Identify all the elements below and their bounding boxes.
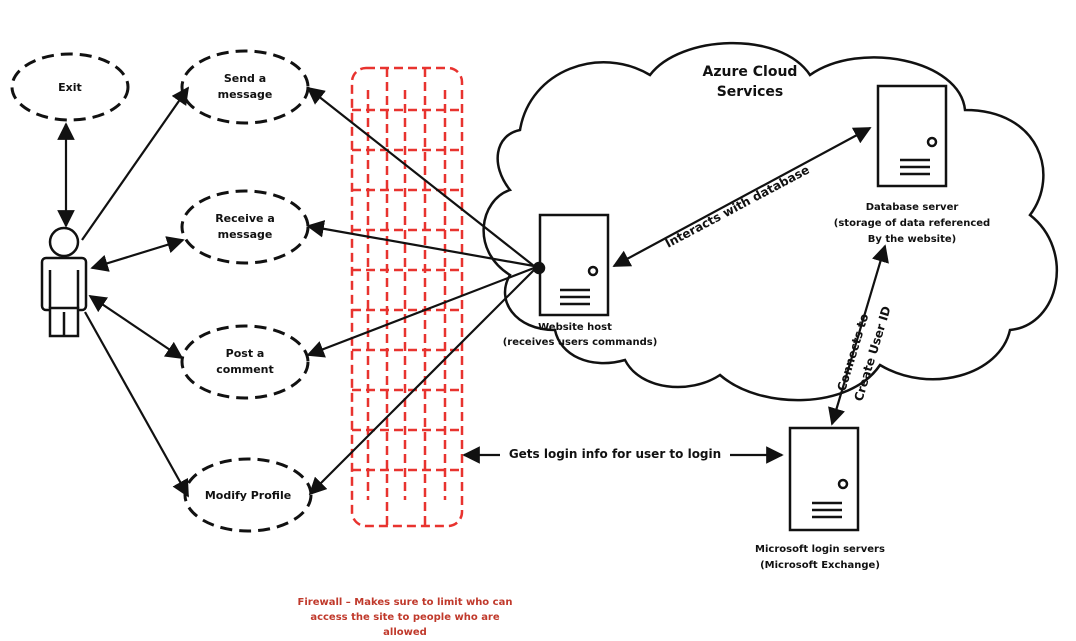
user-actor-icon bbox=[40, 226, 88, 338]
cloud-title-line2: Services bbox=[717, 84, 784, 100]
firewall-caption-line3: allowed bbox=[383, 627, 427, 638]
usecase-send bbox=[180, 49, 310, 125]
usecase-exit bbox=[10, 52, 130, 122]
firewall-caption-line2: access the site to people who are bbox=[310, 612, 500, 623]
usecase-receive bbox=[180, 189, 310, 265]
usecase-receive-label-line1: Receive a bbox=[215, 212, 275, 225]
database-server-label-line2: (storage of data referenced bbox=[834, 218, 990, 229]
usecase-post-label-line1: Post a bbox=[226, 347, 265, 360]
database-server-icon bbox=[876, 84, 948, 188]
usecase-send-label-line2: message bbox=[218, 88, 273, 101]
usecase-post-label-line2: comment bbox=[216, 363, 274, 376]
azure-cloud-shape bbox=[482, 41, 1059, 402]
firewall-caption-line1: Firewall – Makes sure to limit who can bbox=[298, 597, 513, 608]
usecase-post bbox=[180, 324, 310, 400]
login-servers-label-line2: (Microsoft Exchange) bbox=[760, 560, 880, 571]
cloud-title-line1: Azure Cloud bbox=[703, 64, 798, 80]
edge-login-label-bg bbox=[500, 444, 730, 462]
login-servers-label-line1: Microsoft login servers bbox=[755, 544, 885, 555]
usecase-exit-label: Exit bbox=[58, 81, 82, 94]
edge-login-info-label: Gets login info for user to login bbox=[509, 447, 721, 461]
usecase-receive-label-line2: message bbox=[218, 228, 273, 241]
firewall-wall bbox=[350, 66, 464, 528]
arrows bbox=[57, 86, 889, 498]
database-server-label-line3: By the website) bbox=[868, 234, 956, 245]
usecase-modify-label: Modify Profile bbox=[205, 489, 291, 502]
login-server-icon bbox=[788, 426, 860, 532]
website-host-label-line1: Website host bbox=[538, 322, 612, 333]
database-server-label-line1: Database server bbox=[866, 202, 959, 213]
website-host-server-icon bbox=[532, 213, 610, 317]
edge-interacts-label: Interacts with database bbox=[663, 163, 812, 251]
website-host-label-line2: (receives users commands) bbox=[503, 337, 658, 348]
usecase-send-label-line1: Send a bbox=[224, 72, 266, 85]
